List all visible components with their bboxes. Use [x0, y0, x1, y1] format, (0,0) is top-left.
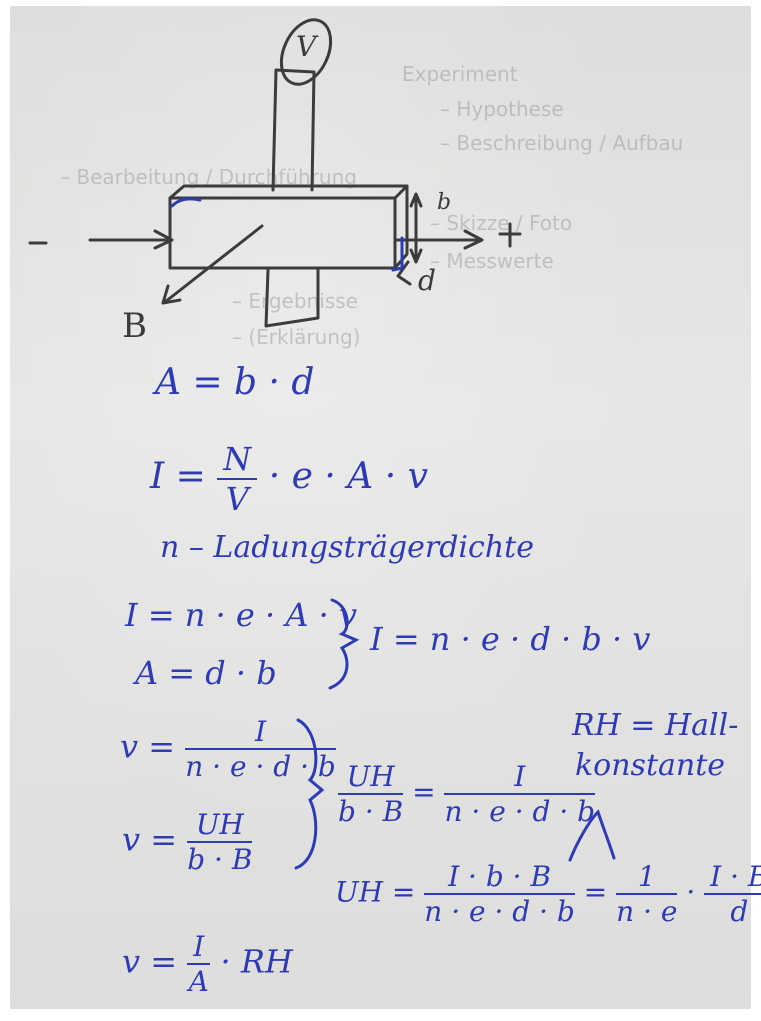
hall-voltage-equation: UH = I · b · B n · e · d · b = 1 n · e ·…: [335, 860, 761, 928]
final-velocity-left: v =: [122, 942, 178, 981]
hall-fraction-right: I n · e · d · b: [444, 760, 596, 828]
carrier-density-note: n – Ladungsträgerdichte: [160, 530, 534, 565]
conductor-block-side: [393, 184, 409, 270]
hall-voltage-relation: UH b · B = I n · e · d · b: [338, 760, 596, 828]
lower-electrode-plate: [264, 266, 320, 328]
final-velocity-fraction-denominator: A: [188, 965, 209, 998]
current-equation-right: · e · A · v: [268, 456, 428, 497]
area-equation-2: A = d · b: [135, 654, 277, 692]
velocity-fraction-1-numerator: I: [185, 715, 336, 750]
velocity-equation-2: v = UH b · B: [122, 808, 253, 876]
blue-edge-marking: [391, 236, 404, 272]
hall-voltage-fraction-2: 1 n · e: [616, 860, 678, 928]
final-velocity-right: · RH: [220, 942, 293, 981]
current-equation: I = N V · e · A · v: [150, 440, 428, 518]
plus-sign: [498, 222, 522, 248]
hall-relation-equals: =: [412, 775, 436, 809]
caret-mark: [568, 809, 616, 862]
final-velocity-fraction: I A: [187, 930, 211, 998]
upper-electrode-plate: [271, 68, 316, 192]
paper-sheet: [10, 6, 751, 1009]
velocity-fraction-2-numerator: UH: [187, 808, 253, 843]
density-fraction: N V: [217, 440, 258, 518]
hall-fraction-left: UH b · B: [338, 760, 404, 828]
velocity-equation-2-left: v =: [122, 820, 178, 859]
hall-voltage-fraction-3: I · B d: [704, 860, 761, 928]
hall-voltage-left: UH =: [335, 875, 416, 909]
velocity-equation-1-left: v =: [120, 727, 176, 766]
hall-voltage-fraction-1-numerator: I · b · B: [424, 860, 575, 895]
b-field-label: B: [122, 306, 147, 346]
hall-voltage-dot: ·: [686, 875, 696, 909]
magnetic-field-arrow: [163, 224, 264, 304]
ghost-line-8: – (Erklärung): [232, 325, 361, 349]
blue-electron-marking: [170, 197, 202, 208]
hall-fraction-left-numerator: UH: [338, 760, 404, 795]
ghost-line-6: – Messwerte: [430, 249, 554, 273]
voltmeter-label: V: [296, 30, 317, 63]
current-equation-left: I =: [150, 456, 206, 497]
d-dimension-arrow: [396, 260, 412, 286]
hall-fraction-right-denominator: n · e · d · b: [444, 795, 596, 828]
hall-voltage-fraction-1: I · b · B n · e · d · b: [424, 860, 575, 928]
hall-voltage-fraction-3-denominator: d: [730, 895, 749, 928]
hall-constant-note-line-2: konstante: [575, 748, 726, 783]
area-equation: A = b · d: [155, 362, 315, 403]
d-label: d: [418, 264, 436, 297]
current-density-equation: I = n · e · A · v: [125, 596, 358, 634]
hall-fraction-left-denominator: b · B: [338, 795, 404, 828]
hall-voltage-fraction-1-denominator: n · e · d · b: [424, 895, 575, 928]
conductor-block-top: [168, 184, 409, 200]
ghost-line-5: – Skizze / Foto: [430, 211, 573, 235]
combined-current-equation: I = n · e · d · b · v: [370, 620, 651, 658]
hall-voltage-fraction-2-denominator: n · e: [616, 895, 678, 928]
hall-voltage-fraction-3-numerator: I · B: [704, 860, 761, 895]
velocity-fraction-2: UH b · B: [187, 808, 253, 876]
density-fraction-denominator: V: [225, 480, 249, 518]
ghost-line-7: – Ergebnisse: [232, 289, 358, 313]
ghost-line-2: – Hypothese: [440, 97, 564, 121]
hall-constant-note-line-1: RH = Hall-: [572, 708, 739, 743]
paper-lighting: [10, 6, 751, 1009]
b-label: b: [437, 190, 452, 215]
final-velocity-equation: v = I A · RH: [122, 930, 293, 998]
hall-voltage-equals: =: [583, 875, 608, 909]
voltmeter-circle: [279, 18, 333, 86]
hall-fraction-right-numerator: I: [444, 760, 596, 795]
ghost-line-3: – Beschreibung / Aufbau: [440, 131, 684, 155]
velocity-fraction-2-denominator: b · B: [187, 843, 253, 876]
final-velocity-fraction-numerator: I: [187, 930, 211, 965]
hall-voltage-fraction-2-numerator: 1: [616, 860, 678, 895]
ghost-line-1: Experiment: [402, 62, 518, 86]
density-fraction-numerator: N: [217, 440, 258, 480]
